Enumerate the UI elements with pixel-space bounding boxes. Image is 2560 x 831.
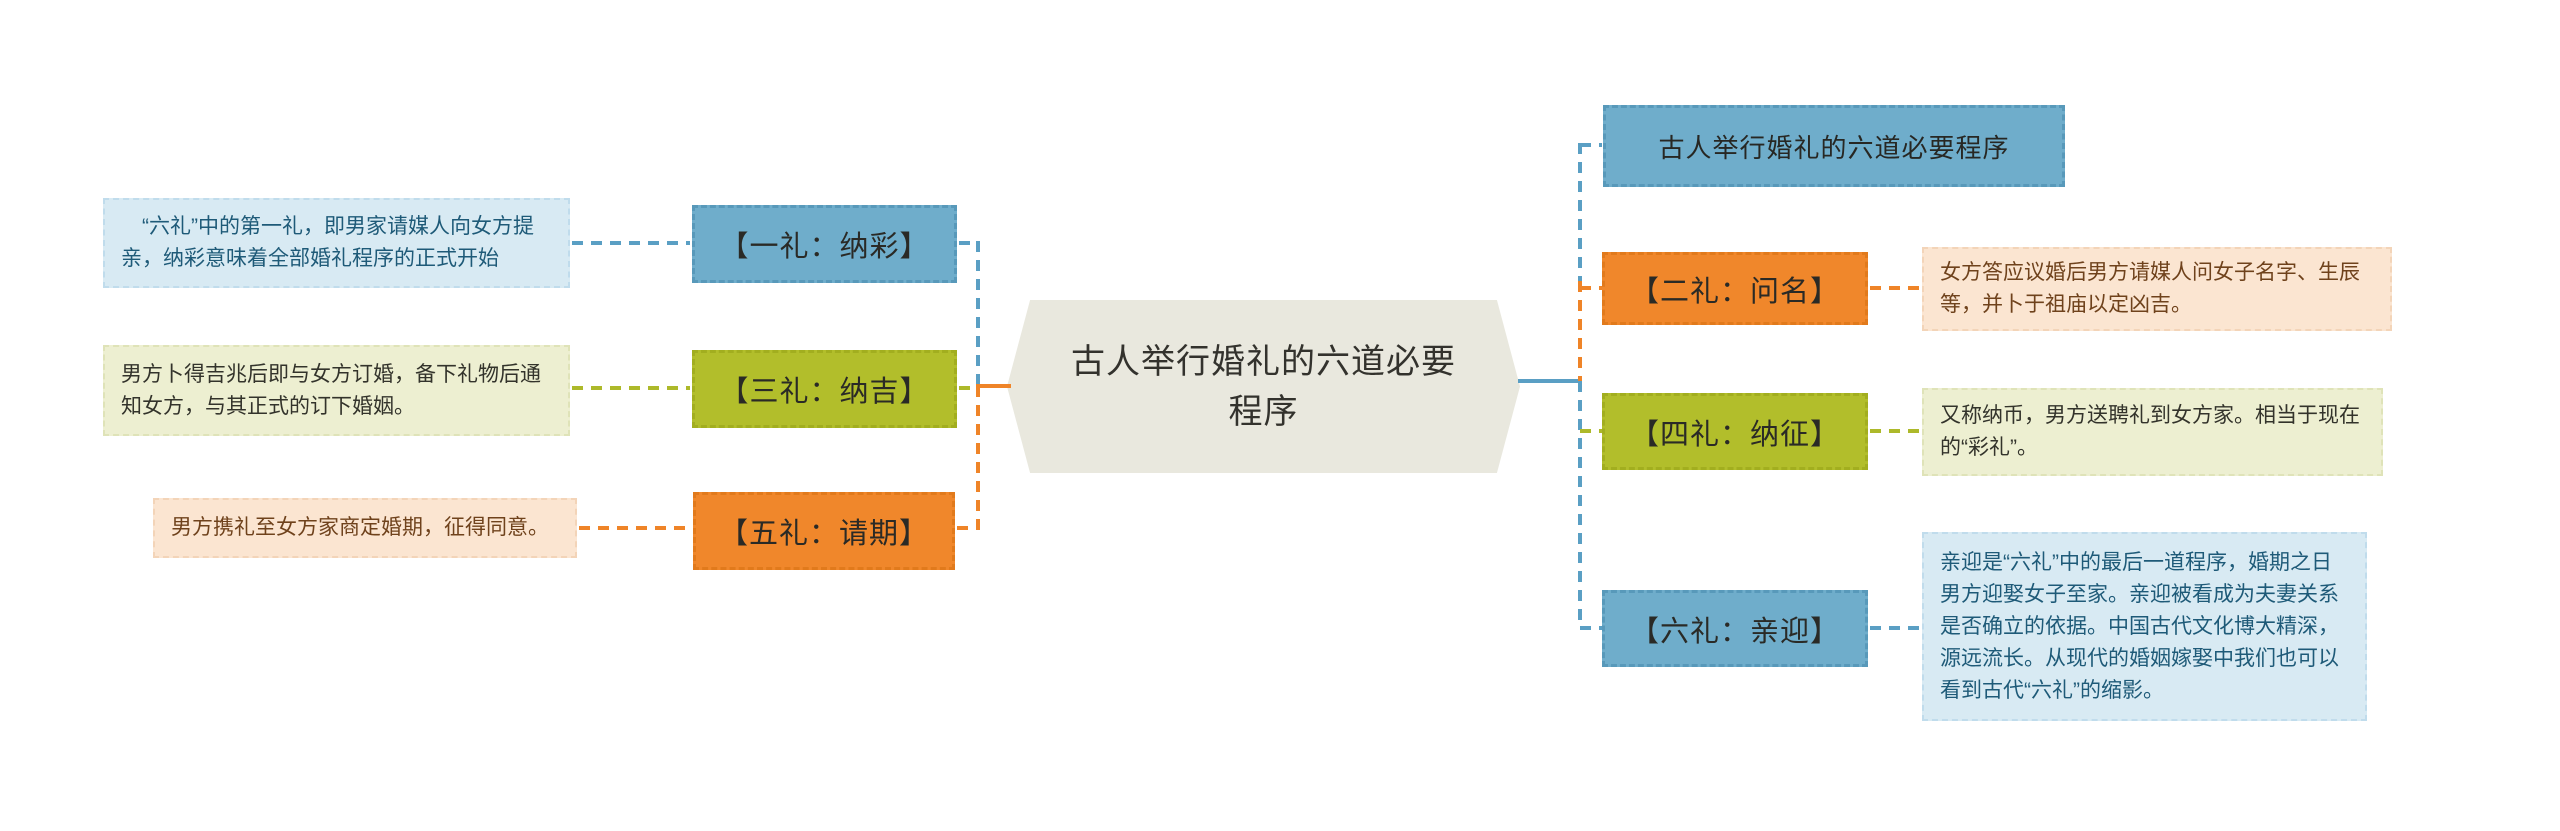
left-trunk-upper	[976, 241, 980, 386]
right-trunk-middle	[1578, 281, 1582, 381]
rite4-node-label: 【四礼：纳征】	[1629, 418, 1840, 451]
connector-rite1-to-trunk	[959, 241, 980, 245]
center-topic-node[interactable]: 古人举行婚礼的六道必要程序	[1007, 300, 1520, 473]
connector-desc1-to-rite1	[572, 241, 690, 245]
rite3-node-label: 【三礼：纳吉】	[719, 376, 930, 408]
rite2-node[interactable]: 【二礼：问名】	[1602, 252, 1868, 325]
rite1-node-label: 【一礼：纳彩】	[719, 231, 930, 263]
rite2-description-box[interactable]: 女方答应议婚后男方请媒人问女子名字、生辰等，并卜于祖庙以定凶吉。	[1922, 247, 2392, 331]
rite2-node-label: 【二礼：问名】	[1629, 275, 1840, 308]
rite4-description-text: 又称纳币，男方送聘礼到女方家。相当于现在的“彩礼”。	[1940, 404, 2360, 459]
trunk-to-rite6	[1580, 626, 1602, 630]
rite6-description-box[interactable]: 亲迎是“六礼”中的最后一道程序，婚期之日男方迎娶女子至家。亲迎被看成为夫妻关系是…	[1922, 532, 2367, 721]
connector-desc3-to-rite3	[572, 386, 690, 390]
center-to-right-trunk	[1518, 379, 1582, 383]
rite2-description-text: 女方答应议婚后男方请媒人问女子名字、生辰等，并卜于祖庙以定凶吉。	[1940, 261, 2360, 316]
connector-rite3-to-trunk	[959, 386, 980, 390]
connector-rite6-to-desc6	[1870, 626, 1922, 630]
left-trunk-to-center	[976, 384, 1011, 388]
rite1-node[interactable]: 【一礼：纳彩】	[692, 205, 957, 283]
connector-rite2-to-desc2	[1870, 286, 1922, 290]
trunk-to-summary	[1580, 143, 1602, 147]
rite3-description-text: 男方卜得吉兆后即与女方订婚，备下礼物后通知女方，与其正式的订下婚姻。	[121, 362, 541, 418]
left-trunk-lower	[976, 386, 980, 530]
right-trunk-bottom	[1578, 381, 1582, 628]
rite1-description-box[interactable]: “六礼”中的第一礼，即男家请媒人向女方提亲，纳彩意味着全部婚礼程序的正式开始	[103, 198, 570, 288]
rite4-node[interactable]: 【四礼：纳征】	[1602, 393, 1868, 470]
rite5-description-box[interactable]: 男方携礼至女方家商定婚期，征得同意。	[153, 498, 577, 558]
rite6-node-label: 【六礼：亲迎】	[1629, 615, 1840, 648]
rite5-node-label: 【五礼：请期】	[718, 518, 929, 550]
rite5-description-text: 男方携礼至女方家商定婚期，征得同意。	[171, 516, 549, 539]
center-topic-label: 古人举行婚礼的六道必要程序	[1071, 342, 1456, 431]
trunk-to-rite4	[1580, 429, 1602, 433]
summary-node[interactable]: 古人举行婚礼的六道必要程序	[1603, 105, 2065, 187]
summary-node-label: 古人举行婚礼的六道必要程序	[1658, 132, 2010, 163]
rite5-node[interactable]: 【五礼：请期】	[693, 492, 955, 570]
rite6-description-text: 亲迎是“六礼”中的最后一道程序，婚期之日男方迎娶女子至家。亲迎被看成为夫妻关系是…	[1940, 550, 2339, 702]
connector-desc5-to-rite5	[579, 526, 691, 530]
rite1-description-text: “六礼”中的第一礼，即男家请媒人向女方提亲，纳彩意味着全部婚礼程序的正式开始	[121, 215, 534, 270]
rite3-node[interactable]: 【三礼：纳吉】	[692, 350, 957, 428]
right-trunk-top	[1578, 143, 1582, 281]
connector-rite5-to-trunk	[957, 526, 980, 530]
rite6-node[interactable]: 【六礼：亲迎】	[1602, 590, 1868, 667]
connector-rite4-to-desc4	[1870, 429, 1922, 433]
rite3-description-box[interactable]: 男方卜得吉兆后即与女方订婚，备下礼物后通知女方，与其正式的订下婚姻。	[103, 345, 570, 436]
trunk-to-rite2	[1580, 286, 1602, 290]
rite4-description-box[interactable]: 又称纳币，男方送聘礼到女方家。相当于现在的“彩礼”。	[1922, 388, 2383, 476]
